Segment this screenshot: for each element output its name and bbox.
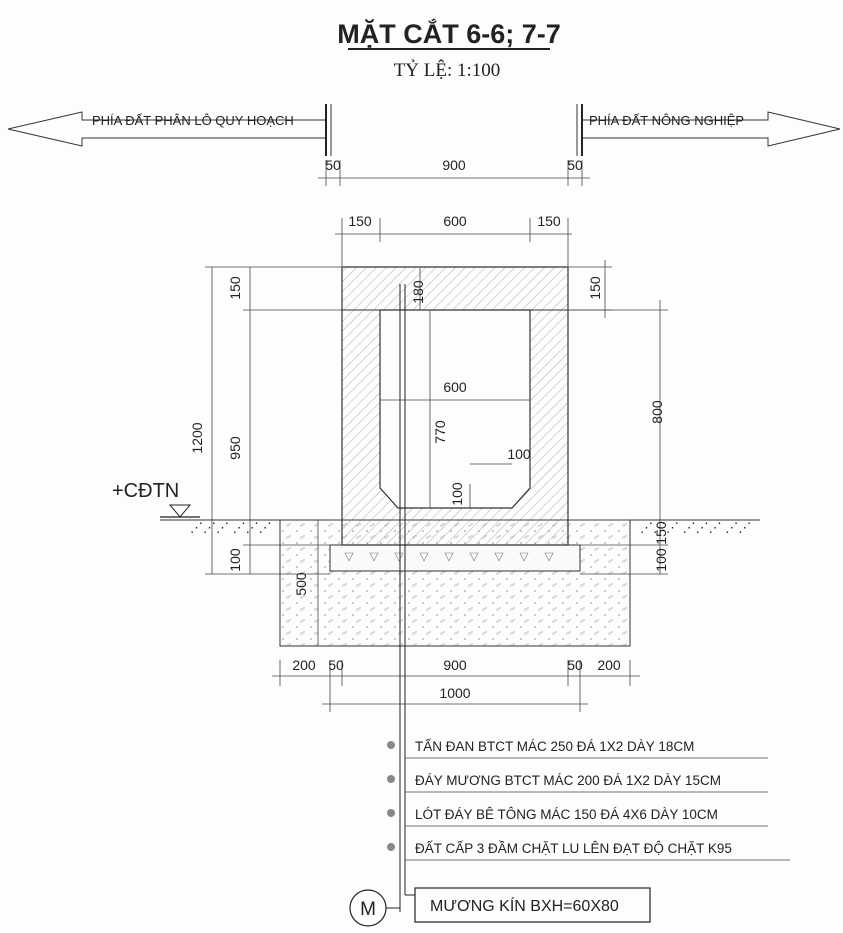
- ground-level-label: +CĐTN: [112, 480, 179, 502]
- dim-left-wall: 950: [227, 436, 243, 460]
- dim-wall-right: 150: [537, 213, 561, 229]
- dim-left-base: 500: [293, 572, 309, 596]
- note-channel-floor: ĐÁY MƯƠNG BTCT MÁC 200 ĐÁ 1X2 DÀY 15CM: [415, 773, 721, 788]
- left-side-arrow: [7, 104, 332, 156]
- drawing-title: MẶT CẮT 6-6; 7-7: [337, 18, 561, 49]
- dim-wall-inner: 600: [443, 213, 467, 229]
- marker-letter: M: [360, 899, 376, 920]
- right-side-label: PHÍA ĐẤT NÔNG NGHIỆP: [589, 113, 744, 128]
- svg-text:⋰⋰⋰ ⋰⋰⋰: ⋰⋰⋰ ⋰⋰⋰: [190, 520, 272, 535]
- channel-body: [330, 266, 580, 546]
- note-soil: ĐẤT CẤP 3 ĐẦM CHẶT LU LÊN ĐẠT ĐỘ CHẶT K9…: [415, 841, 732, 856]
- dim-bottom-total: 1000: [439, 685, 470, 701]
- dim-left-lining: 100: [227, 548, 243, 572]
- drawing-scale: TỶ LỆ: 1:100: [394, 59, 501, 81]
- marker-label: MƯƠNG KÍN BXH=60X80: [430, 896, 619, 915]
- dim-inner-height: 770: [432, 420, 448, 444]
- dim-bottom-5: 200: [597, 657, 621, 673]
- note-cover-slab: TẤN ĐAN BTCT MÁC 250 ĐÁ 1X2 DÀY 18CM: [415, 739, 694, 754]
- note-lining: LÓT ĐÁY BÊ TÔNG MÁC 150 ĐÁ 4X6 DÀY 10CM: [415, 807, 718, 822]
- dim-top-center: 900: [442, 157, 466, 173]
- bottom-dimension-lines: [272, 660, 640, 712]
- dim-bottom-2: 50: [328, 657, 344, 673]
- left-dimension-lines: [205, 266, 342, 646]
- dim-top-right: 50: [567, 157, 583, 173]
- svg-text:⋰⋰⋰ ⋰⋰⋰ ⋰⋰: ⋰⋰⋰ ⋰⋰⋰ ⋰⋰: [640, 520, 751, 535]
- dim-wall-left: 150: [348, 213, 372, 229]
- leader-line: [399, 284, 415, 912]
- dim-fillet-height: 100: [449, 482, 465, 506]
- dim-fillet-width: 100: [507, 446, 531, 462]
- dim-left-total: 1200: [189, 422, 205, 453]
- dim-bottom-1: 200: [292, 657, 316, 673]
- dim-left-cover: 150: [227, 276, 243, 300]
- notes-list: [387, 741, 790, 861]
- dim-right-cover: 150: [587, 276, 603, 300]
- dim-bottom-3: 900: [443, 657, 467, 673]
- dim-right-height: 800: [649, 400, 665, 424]
- dim-right-lining: 100: [653, 548, 669, 572]
- top-dimension-lines: [318, 160, 590, 266]
- lining-concrete: [329, 544, 581, 572]
- ground-line: ⋰⋰⋰ ⋰⋰⋰ ⋰⋰⋰ ⋰⋰⋰ ⋰⋰: [160, 504, 760, 535]
- right-side-arrow: [576, 104, 841, 156]
- dim-right-slab: 150: [653, 521, 669, 545]
- dim-top-left: 50: [325, 157, 341, 173]
- marker-symbol: [349, 887, 651, 927]
- dim-bottom-4: 50: [567, 657, 583, 673]
- left-side-label: PHÍA ĐẤT PHÂN LÔ QUY HOẠCH: [92, 113, 294, 128]
- lining-pattern: [344, 552, 554, 562]
- dim-cover-inner: 180: [410, 280, 426, 304]
- dim-inner-width: 600: [443, 379, 467, 395]
